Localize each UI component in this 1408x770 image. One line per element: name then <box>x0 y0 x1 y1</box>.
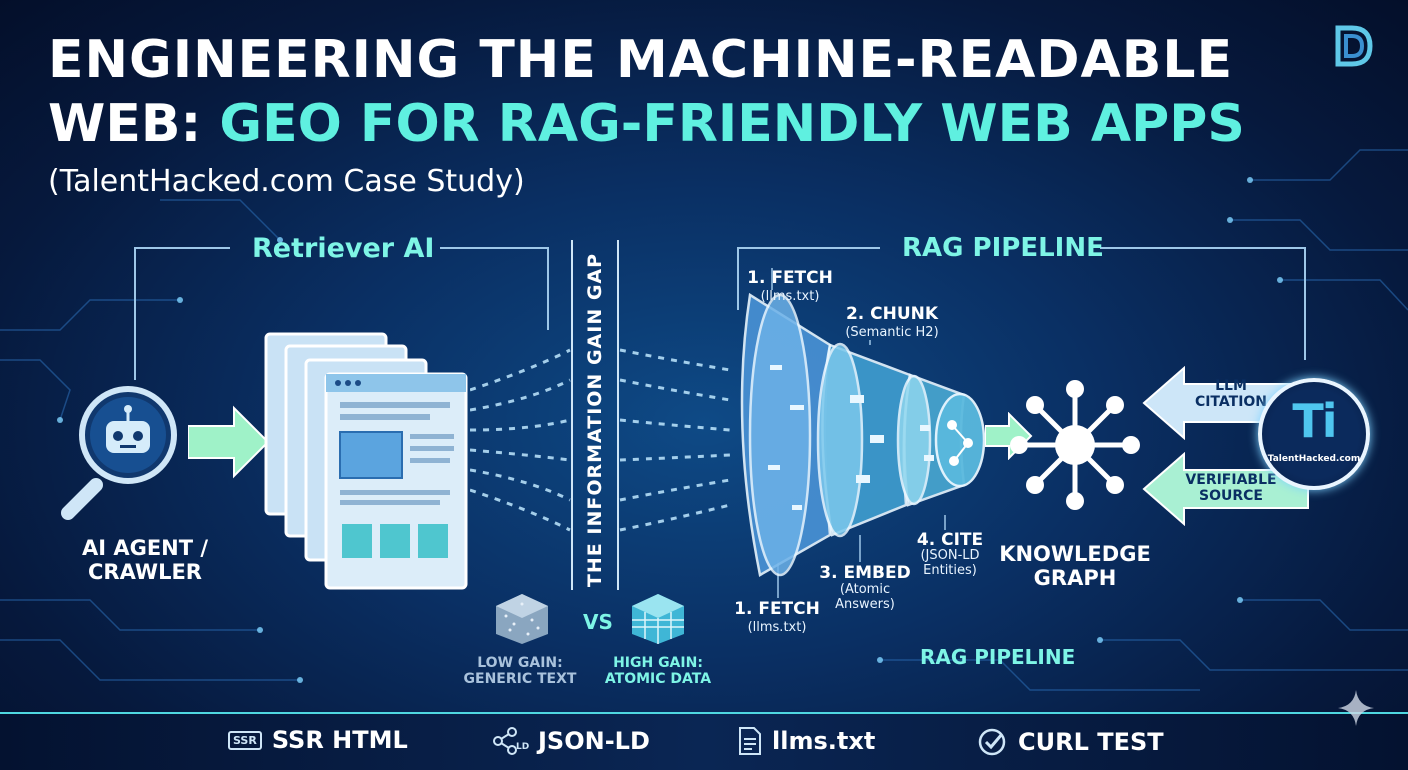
data-stream <box>470 348 731 532</box>
embed-sub-1: (Atomic <box>839 582 891 597</box>
low-gain-label-1: LOW GAIN: <box>477 655 563 671</box>
bottom-item-json-ld-label: JSON-LD <box>538 727 650 755</box>
vs-label: VS <box>583 610 613 634</box>
fetch-bottom-label: 1. FETCH <box>734 599 820 619</box>
talenthacked-badge: Ti TalentHacked.com <box>1258 378 1370 490</box>
retriever-ai-label: Retriever AI <box>252 233 435 264</box>
rag-pipeline-label-bottom: RAG PIPELINE <box>920 645 1076 669</box>
cite-sub-1: (JSON-LD <box>920 548 980 563</box>
llm-citation-line-1: LLM <box>1215 378 1247 394</box>
bottom-item-curl-label: CURL TEST <box>1018 728 1164 756</box>
bottom-item-ssr-label: SSR HTML <box>271 726 408 754</box>
title-line-1: ENGINEERING THE MACHINE-READABLE <box>48 30 1234 90</box>
json-ld-icon: LD <box>490 726 529 756</box>
bottom-item-ssr: SSR SSR HTML <box>228 726 408 754</box>
verifiable-source-line-2: SOURCE <box>1199 488 1263 504</box>
knowledge-graph-icon <box>1010 380 1140 510</box>
title-line-2: WEB: GEO FOR RAG-FRIENDLY WEB APPS <box>48 92 1245 156</box>
llm-citation-label: LLM CITATION <box>1176 378 1286 410</box>
chunk-label: 2. CHUNK <box>845 304 939 324</box>
sparkle-icon <box>1338 690 1374 726</box>
knowledge-graph-label-1: KNOWLEDGE <box>999 542 1151 566</box>
fetch-top-sub: (llms.txt) <box>760 289 820 304</box>
verifiable-source-arrow <box>1142 452 1309 526</box>
high-gain-label-2: ATOMIC DATA <box>604 671 712 687</box>
bottom-item-llms: llms.txt <box>738 726 875 756</box>
low-gain-label-2: GENERIC TEXT <box>463 671 577 687</box>
talenthacked-mark: Ti <box>1292 394 1337 448</box>
agent-label-1: AI AGENT / <box>81 536 209 560</box>
robot-magnifier-icon <box>61 386 177 520</box>
bottom-item-llms-label: llms.txt <box>772 727 876 755</box>
talenthacked-name: TalentHacked.com <box>1267 454 1361 464</box>
chunk-sub: (Semantic H2) <box>845 325 939 340</box>
right-arrow-icon <box>188 405 270 479</box>
cite-sub-2: Entities) <box>923 563 977 578</box>
bottom-item-json-ld: LD JSON-LD <box>490 726 650 756</box>
document-icon <box>739 727 761 755</box>
ssr-icon: SSR <box>228 730 262 750</box>
title-line-2-cyan: GEO FOR RAG-FRIENDLY WEB APPS <box>219 94 1245 154</box>
embed-sub-2: Answers) <box>835 597 895 612</box>
noise-cube-icon <box>496 594 548 644</box>
logo-d-icon <box>1335 25 1373 67</box>
agent-label-2: CRAWLER <box>88 560 202 584</box>
subtitle: (TalentHacked.com Case Study) <box>48 164 525 199</box>
bottom-item-curl: CURL TEST <box>976 726 1164 758</box>
embed-label: 3. EMBED <box>819 563 911 583</box>
verifiable-source-label: VERIFIABLE SOURCE <box>1176 472 1286 504</box>
check-icon <box>978 728 1006 756</box>
brand-logo: D <box>1328 22 1376 70</box>
knowledge-graph-label-2: GRAPH <box>1033 566 1117 590</box>
rag-funnel <box>740 292 986 577</box>
llm-citation-line-2: CITATION <box>1194 394 1268 410</box>
cite-label: 4. CITE <box>916 530 984 550</box>
verifiable-source-line-1: VERIFIABLE <box>1185 472 1277 488</box>
rag-pipeline-label-top: RAG PIPELINE <box>902 233 1104 263</box>
high-gain-label-1: HIGH GAIN: <box>613 655 703 671</box>
fetch-bottom-sub: (llms.txt) <box>747 620 807 635</box>
title-line-2-white: WEB: <box>48 94 220 154</box>
grid-cube-icon <box>632 594 684 644</box>
bottom-bar <box>0 712 1408 770</box>
fetch-top-label: 1. FETCH <box>747 268 833 288</box>
web-pages-stack <box>264 332 468 590</box>
